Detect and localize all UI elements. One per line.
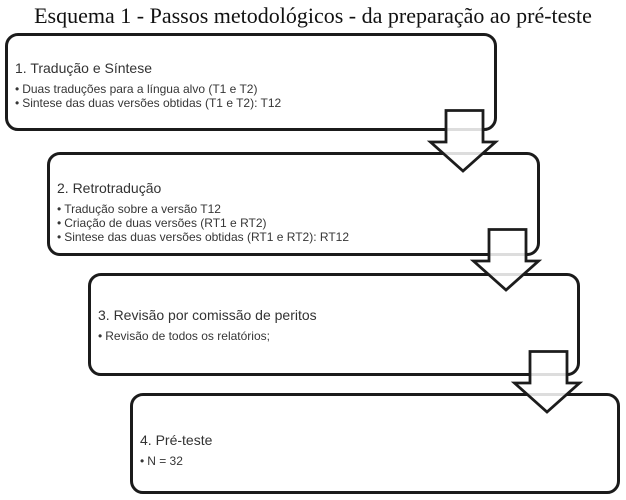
bullet-icon: • bbox=[15, 96, 20, 110]
bullet-icon: • bbox=[140, 454, 145, 468]
step-bullet-text: Tradução sobre a versão T12 bbox=[64, 202, 221, 216]
step-bullet-text: Revisão de todos os relatórios; bbox=[105, 329, 270, 343]
step-bullet: •Sintese das duas versões obtidas (RT1 e… bbox=[57, 230, 531, 244]
step-bullet-list: •Tradução sobre a versão T12 •Criação de… bbox=[57, 202, 531, 244]
diagram-title: Esquema 1 - Passos metodológicos - da pr… bbox=[34, 3, 592, 28]
block-arrow-down-icon-2 bbox=[469, 228, 543, 292]
step-bullet: •Tradução sobre a versão T12 bbox=[57, 202, 531, 216]
bullet-icon: • bbox=[15, 82, 20, 96]
step-box-pretest: 4. Pré-teste •N = 32 bbox=[130, 393, 620, 494]
block-arrow-down-icon-3 bbox=[510, 350, 584, 414]
step-heading: 1. Tradução e Síntese bbox=[15, 60, 152, 76]
bullet-icon: • bbox=[57, 202, 62, 216]
step-bullet-list: •N = 32 bbox=[140, 454, 611, 468]
step-bullet-text: N = 32 bbox=[147, 454, 183, 468]
block-arrow-down-icon-1 bbox=[426, 109, 500, 173]
step-heading: 4. Pré-teste bbox=[140, 432, 213, 448]
step-bullet: •Sintese das duas versões obtidas (T1 e … bbox=[15, 96, 488, 110]
step-heading: 2. Retrotradução bbox=[57, 180, 162, 196]
bullet-icon: • bbox=[57, 216, 62, 230]
step-bullet: •Duas traduções para a língua alvo (T1 e… bbox=[15, 82, 488, 96]
step-heading: 3. Revisão por comissão de peritos bbox=[98, 307, 317, 323]
step-bullet: •Revisão de todos os relatórios; bbox=[98, 329, 571, 343]
step-box-expert-committee-review: 3. Revisão por comissão de peritos •Revi… bbox=[88, 273, 580, 376]
step-bullet-text: Sintese das duas versões obtidas (T1 e T… bbox=[22, 96, 282, 110]
step-box-back-translation: 2. Retrotradução •Tradução sobre a versã… bbox=[47, 152, 540, 256]
step-bullet-text: Sintese das duas versões obtidas (RT1 e … bbox=[64, 230, 350, 244]
step-bullet-text: Duas traduções para a língua alvo (T1 e … bbox=[22, 82, 258, 96]
step-bullet-list: •Revisão de todos os relatórios; bbox=[98, 329, 571, 343]
step-box-translation-synthesis: 1. Tradução e Síntese •Duas traduções pa… bbox=[5, 33, 497, 131]
step-bullet-list: •Duas traduções para a língua alvo (T1 e… bbox=[15, 82, 488, 110]
step-bullet: •Criação de duas versões (RT1 e RT2) bbox=[57, 216, 531, 230]
step-bullet: •N = 32 bbox=[140, 454, 611, 468]
bullet-icon: • bbox=[98, 329, 103, 343]
bullet-icon: • bbox=[57, 230, 62, 244]
step-bullet-text: Criação de duas versões (RT1 e RT2) bbox=[64, 216, 267, 230]
